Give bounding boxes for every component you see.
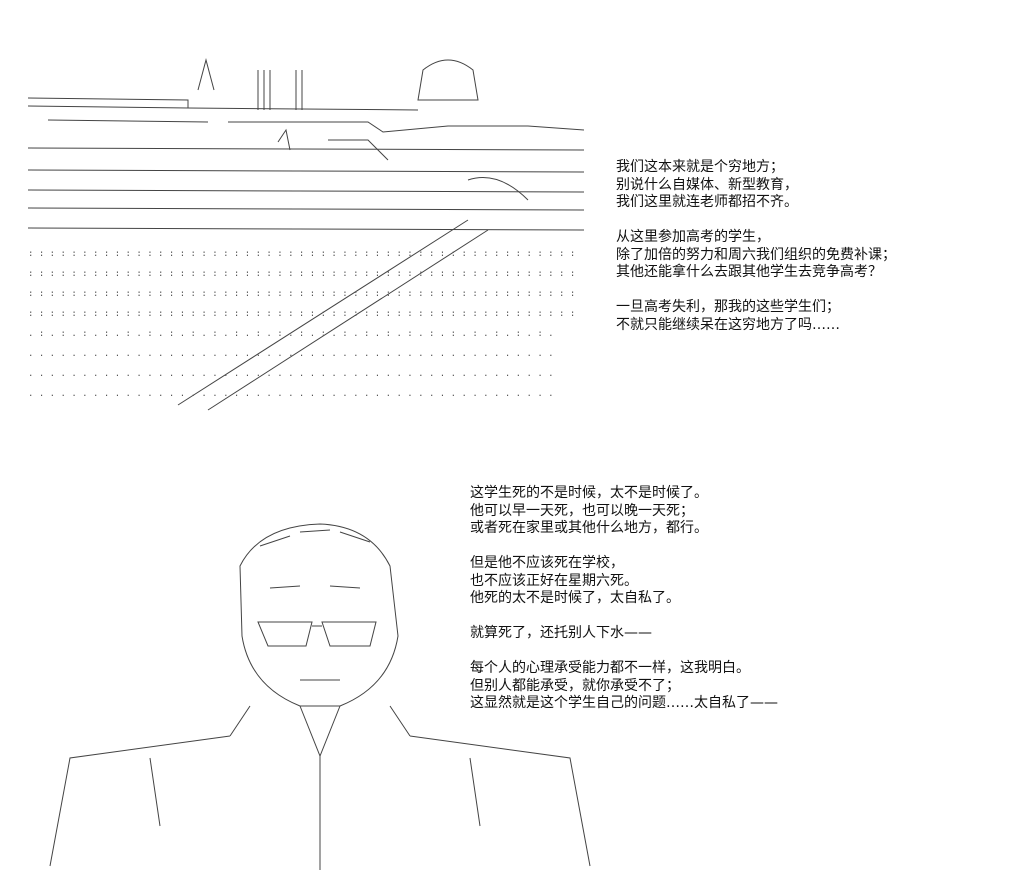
landscape-drawing: : : : : : : : : : : : : : : : : : : : : …: [28, 58, 584, 411]
dialogue-gap: [616, 282, 896, 300]
texture-row-6: . . . . . . . . . . . . . . . . . . . . …: [28, 349, 554, 359]
dialogue-line: 这显然就是这个学生自己的问题……太自私了——: [470, 695, 778, 711]
dialogue-line: 其他还能拿什么去跟其他学生去竞争高考？: [616, 264, 882, 280]
texture-row-5: . : . : . : . : . : . : . : . : . : . : …: [28, 329, 554, 339]
road-curve-top: [467, 177, 529, 201]
dialogue-gap: [470, 538, 778, 556]
texture-row-8: . . . . . . . . . . . . . . . . . . . . …: [28, 389, 554, 399]
right-shoulder-arm: [409, 735, 591, 867]
dialogue-line: 或者死在家里或其他什么地方，都行。: [470, 520, 708, 536]
sleeve-folds: [149, 757, 481, 827]
field-line-1: [28, 189, 584, 193]
dialogue-line: 但别人都能承受，就你承受不了；: [470, 677, 680, 694]
dialogue-line: 他死的太不是时候了，太自私了。: [470, 590, 680, 606]
skyline-tower-2: [295, 70, 303, 110]
wall-top-line: [187, 107, 419, 111]
skyline-tower-1: [257, 70, 271, 110]
road-edge-left: [177, 219, 469, 406]
dialogue-line: 每个人的心理承受能力都不一样，这我明白。: [470, 660, 750, 676]
figure-drawing: [49, 523, 591, 870]
dialogue-line: 不就只能继续呆在这穷地方了吗……: [616, 316, 840, 333]
ascii-figure-art: [30, 496, 630, 870]
dialogue-line: 一旦高考失利，那我的这些学生们；: [616, 299, 840, 315]
head-outline: [239, 523, 399, 707]
dialogue-line: 从这里参加高考的学生，: [616, 229, 770, 245]
dialogue-line: 但是他不应该死在学校，: [470, 555, 624, 571]
horizon-line-2: [28, 169, 584, 173]
horizon-line-1: [28, 147, 584, 151]
glasses-right-lens: [321, 621, 377, 647]
ridge-line: [47, 119, 584, 133]
monologue-teacher-2: 这学生死的不是时候，太不是时候了。 他可以早一天死，也可以晚一天死； 或者死在家…: [470, 485, 778, 713]
dialogue-line: 就算死了，还托别人下水——: [470, 625, 652, 641]
dialogue-line: 我们这里就连老师都招不齐。: [616, 194, 798, 210]
left-shoulder-arm: [49, 735, 231, 867]
hair-strokes: [259, 529, 371, 547]
dialogue-line: 这学生死的不是时候，太不是时候了。: [470, 485, 708, 501]
texture-row-3: : : : : : : : : : : : : : : : : : : : : …: [28, 289, 575, 299]
road-edge-right: [207, 229, 489, 411]
field-line-2: [28, 207, 584, 211]
dialogue-line: 也不应该正好在星期六死。: [470, 572, 638, 589]
collar-lines: [229, 705, 411, 737]
skyline-dome: [417, 59, 479, 101]
texture-row-7: . . . . . . . . . . . . . . . . . . . . …: [28, 369, 554, 379]
panel-landscape: : : : : : : : : : : : : : : : : : : : : …: [0, 0, 1023, 430]
brow-lines: [269, 585, 361, 589]
texture-row-2: : : : : : : : : : : : : : : : : : : : : …: [28, 269, 575, 279]
dialogue-gap: [470, 643, 778, 661]
texture-row-1: : : : : : : : : : : : : : : : : : : : : …: [28, 249, 575, 259]
monologue-teacher-1: 我们这本来就是个穷地方； 别说什么自媒体、新型教育， 我们这里就连老师都招不齐。…: [616, 159, 896, 334]
field-line-3: [28, 227, 584, 231]
dialogue-gap: [616, 212, 896, 230]
panel-figure: 这学生死的不是时候，太不是时候了。 他可以早一天死，也可以晚一天死； 或者死在家…: [0, 430, 1023, 874]
skyline-roof-left: [197, 58, 215, 91]
dialogue-line: 他可以早一天死，也可以晚一天死；: [470, 502, 694, 519]
gate-structure: [277, 128, 389, 161]
dialogue-line: 别说什么自媒体、新型教育，: [616, 176, 798, 193]
glasses-left-lens: [257, 621, 313, 647]
dialogue-gap: [470, 608, 778, 626]
texture-row-4: : : : : : : : : : : : : : : : : : : : : …: [28, 309, 575, 319]
dialogue-line: 除了加倍的努力和周六我们组织的免费补课；: [616, 246, 896, 263]
tie-outline: [299, 705, 341, 758]
dialogue-line: 我们这本来就是个穷地方；: [616, 159, 784, 175]
shore-line-left: [28, 97, 189, 109]
ascii-landscape-art: : : : : : : : : : : : : : : : : : : : : …: [28, 30, 584, 420]
